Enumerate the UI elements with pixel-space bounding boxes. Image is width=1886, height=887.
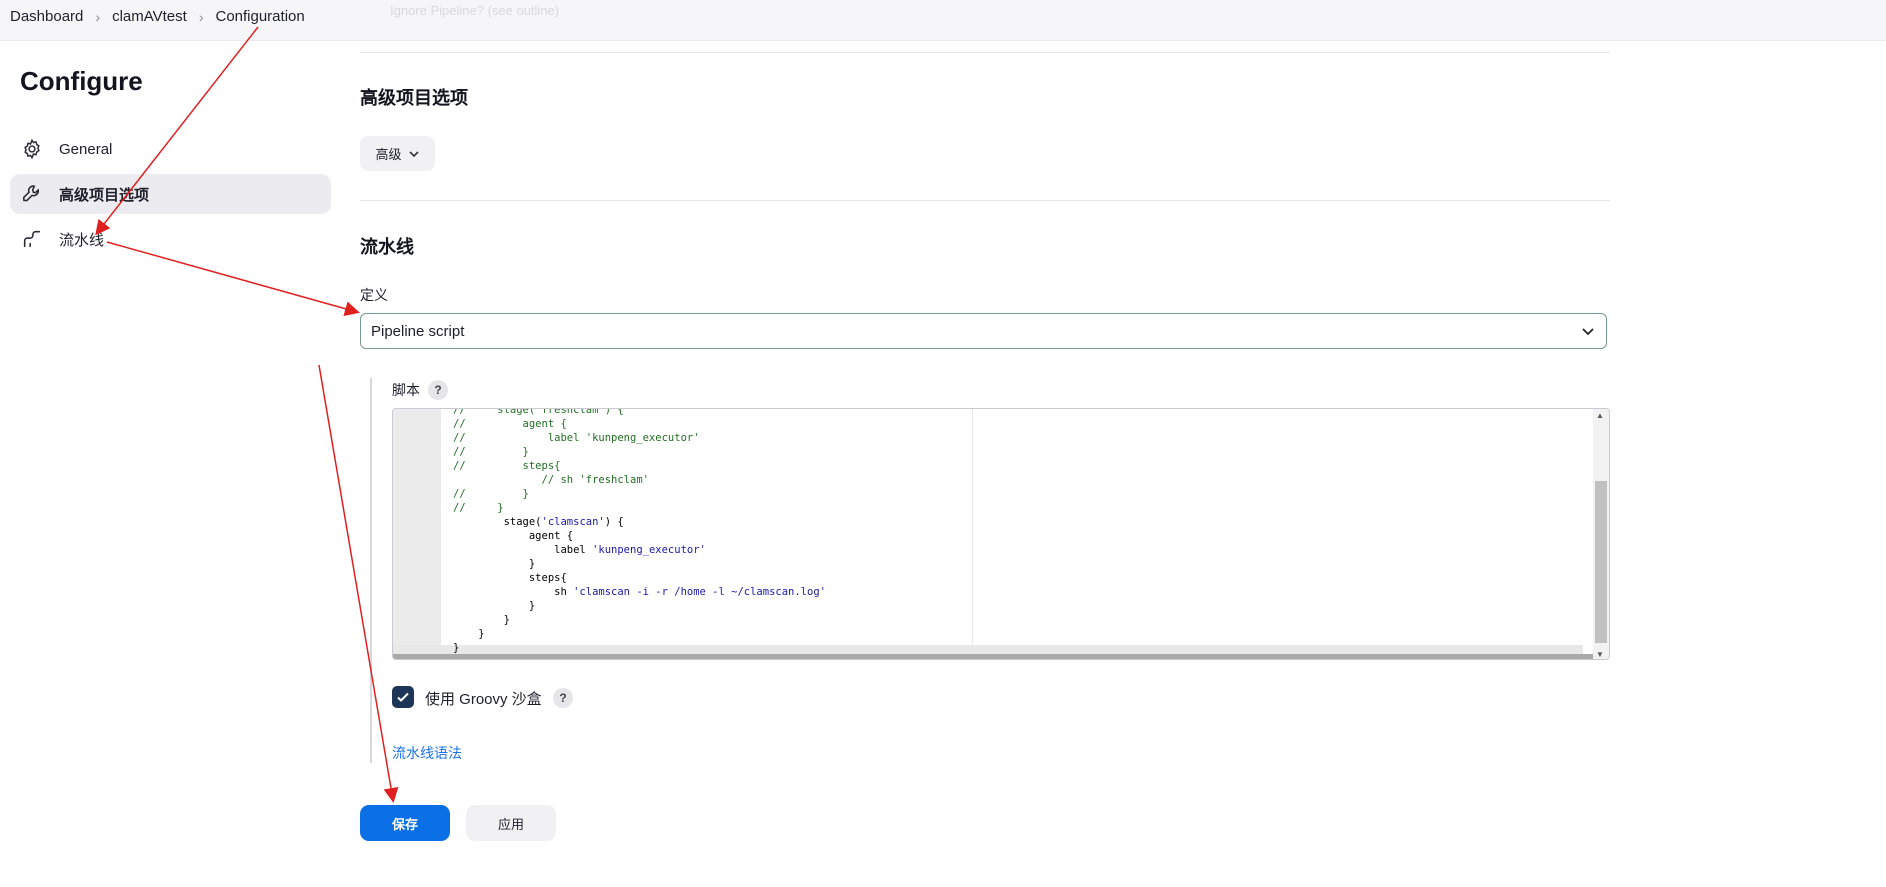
sidebar-item-label: 流水线 [59,231,105,249]
code-text: // } [453,488,529,500]
editor-line[interactable]: 24} [441,641,1581,655]
code-text: // label 'kunpeng_executor' [453,432,700,444]
editor-line[interactable]: 13// } [441,487,1581,501]
script-editor[interactable]: 7▾// stage('freshclam') {8▾// agent {9//… [392,408,1610,660]
editor-line[interactable]: 11▾// steps{ [441,459,1581,473]
scroll-up-icon[interactable]: ▲ [1596,411,1604,420]
editor-line[interactable]: 23 } [441,627,1581,641]
editor-line[interactable]: 10// } [441,445,1581,459]
pipeline-syntax-link[interactable]: 流水线语法 [392,745,462,761]
breadcrumb-bar: Dashboard › clamAVtest › Configuration I… [0,0,1886,41]
code-text: // stage('freshclam') { [453,408,624,416]
editor-line[interactable]: 7▾// stage('freshclam') { [441,408,1581,417]
editor-line[interactable]: 17 label 'kunpeng_executor' [441,543,1581,557]
editor-line[interactable]: 12 // sh 'freshclam' [441,473,1581,487]
code-text: // } [453,502,504,514]
editor-gutter [393,409,441,659]
editor-line[interactable]: 14// } [441,501,1581,515]
chevron-down-icon [408,150,419,157]
code-text: // steps{ [453,460,561,472]
divider [360,52,1610,53]
groovy-sandbox-label: 使用 Groovy 沙盒 [425,691,542,708]
breadcrumb-configuration[interactable]: Configuration [215,8,305,25]
code-text: steps{ [453,572,567,584]
code-text: stage('clamscan') { [453,516,624,528]
editor-line[interactable]: 18 } [441,557,1581,571]
editor-line[interactable]: 8▾// agent { [441,417,1581,431]
scrollbar-thumb[interactable] [1595,481,1607,643]
editor-line[interactable]: 15▾ stage('clamscan') { [441,515,1581,529]
editor-line[interactable]: 9// label 'kunpeng_executor' [441,431,1581,445]
sidebar-item-pipeline[interactable]: 流水线 [10,219,331,259]
chevron-right-icon: › [95,8,101,25]
editor-line[interactable]: 16▾ agent { [441,529,1581,543]
editor-line[interactable]: 21 } [441,599,1581,613]
annotation-arrow [318,364,399,803]
code-text: sh 'clamscan -i -r /home -l ~/clamscan.l… [453,586,826,598]
advanced-toggle-button[interactable]: 高级 [360,136,435,171]
chevron-down-icon [1582,328,1594,336]
section-title-pipeline: 流水线 [360,237,414,257]
code-text: } [453,558,536,570]
breadcrumb-dashboard[interactable]: Dashboard [10,8,84,25]
code-text: } [453,600,536,612]
sidebar-item-advanced[interactable]: 高级项目选项 [10,174,331,214]
faded-header-text: Ignore Pipeline? (see outline) [390,3,560,18]
script-label: 脚本 [392,382,420,398]
sidebar-item-label: 高级项目选项 [59,186,150,204]
advanced-button-label: 高级 [375,147,402,162]
editor-horizontal-scrollbar[interactable] [393,654,1593,659]
code-text: } [453,614,510,626]
code-text: } [453,628,485,640]
section-title-advanced: 高级项目选项 [360,88,468,108]
sidebar-item-general[interactable]: General [10,129,331,169]
code-text: } [453,642,460,654]
editor-code-area[interactable]: 7▾// stage('freshclam') {8▾// agent {9//… [441,408,1581,659]
chevron-right-icon: › [198,8,204,25]
pipeline-icon [19,226,45,252]
code-text: label 'kunpeng_executor' [453,544,706,556]
code-text: // } [453,446,529,458]
code-text: // agent { [453,418,567,430]
breadcrumb-job[interactable]: clamAVtest [112,8,187,25]
sandbox-help-icon[interactable]: ? [553,688,573,708]
sidebar-title: Configure [20,66,143,96]
sidebar-item-label: General [59,140,113,158]
groovy-sandbox-checkbox[interactable] [392,686,414,708]
wrench-icon [19,181,45,207]
checkmark-icon [397,692,409,702]
definition-label: 定义 [360,287,388,303]
code-text: // sh 'freshclam' [453,474,649,486]
editor-scrollbar[interactable]: ▲ ▼ [1593,409,1609,659]
definition-select[interactable]: Pipeline script [360,313,1607,349]
nested-section-border [370,378,372,763]
editor-line[interactable]: 20 sh 'clamscan -i -r /home -l ~/clamsca… [441,585,1581,599]
apply-button[interactable]: 应用 [466,805,556,841]
code-text: agent { [453,530,574,542]
editor-line[interactable]: 22 } [441,613,1581,627]
scroll-down-icon[interactable]: ▼ [1596,650,1604,659]
gear-icon [19,136,45,162]
breadcrumb: Dashboard › clamAVtest › Configuration [10,8,305,25]
definition-select-value: Pipeline script [371,322,465,340]
save-button[interactable]: 保存 [360,805,450,841]
editor-line[interactable]: 19▾ steps{ [441,571,1581,585]
divider [360,200,1610,201]
script-help-icon[interactable]: ? [428,380,448,400]
print-margin [972,409,973,659]
